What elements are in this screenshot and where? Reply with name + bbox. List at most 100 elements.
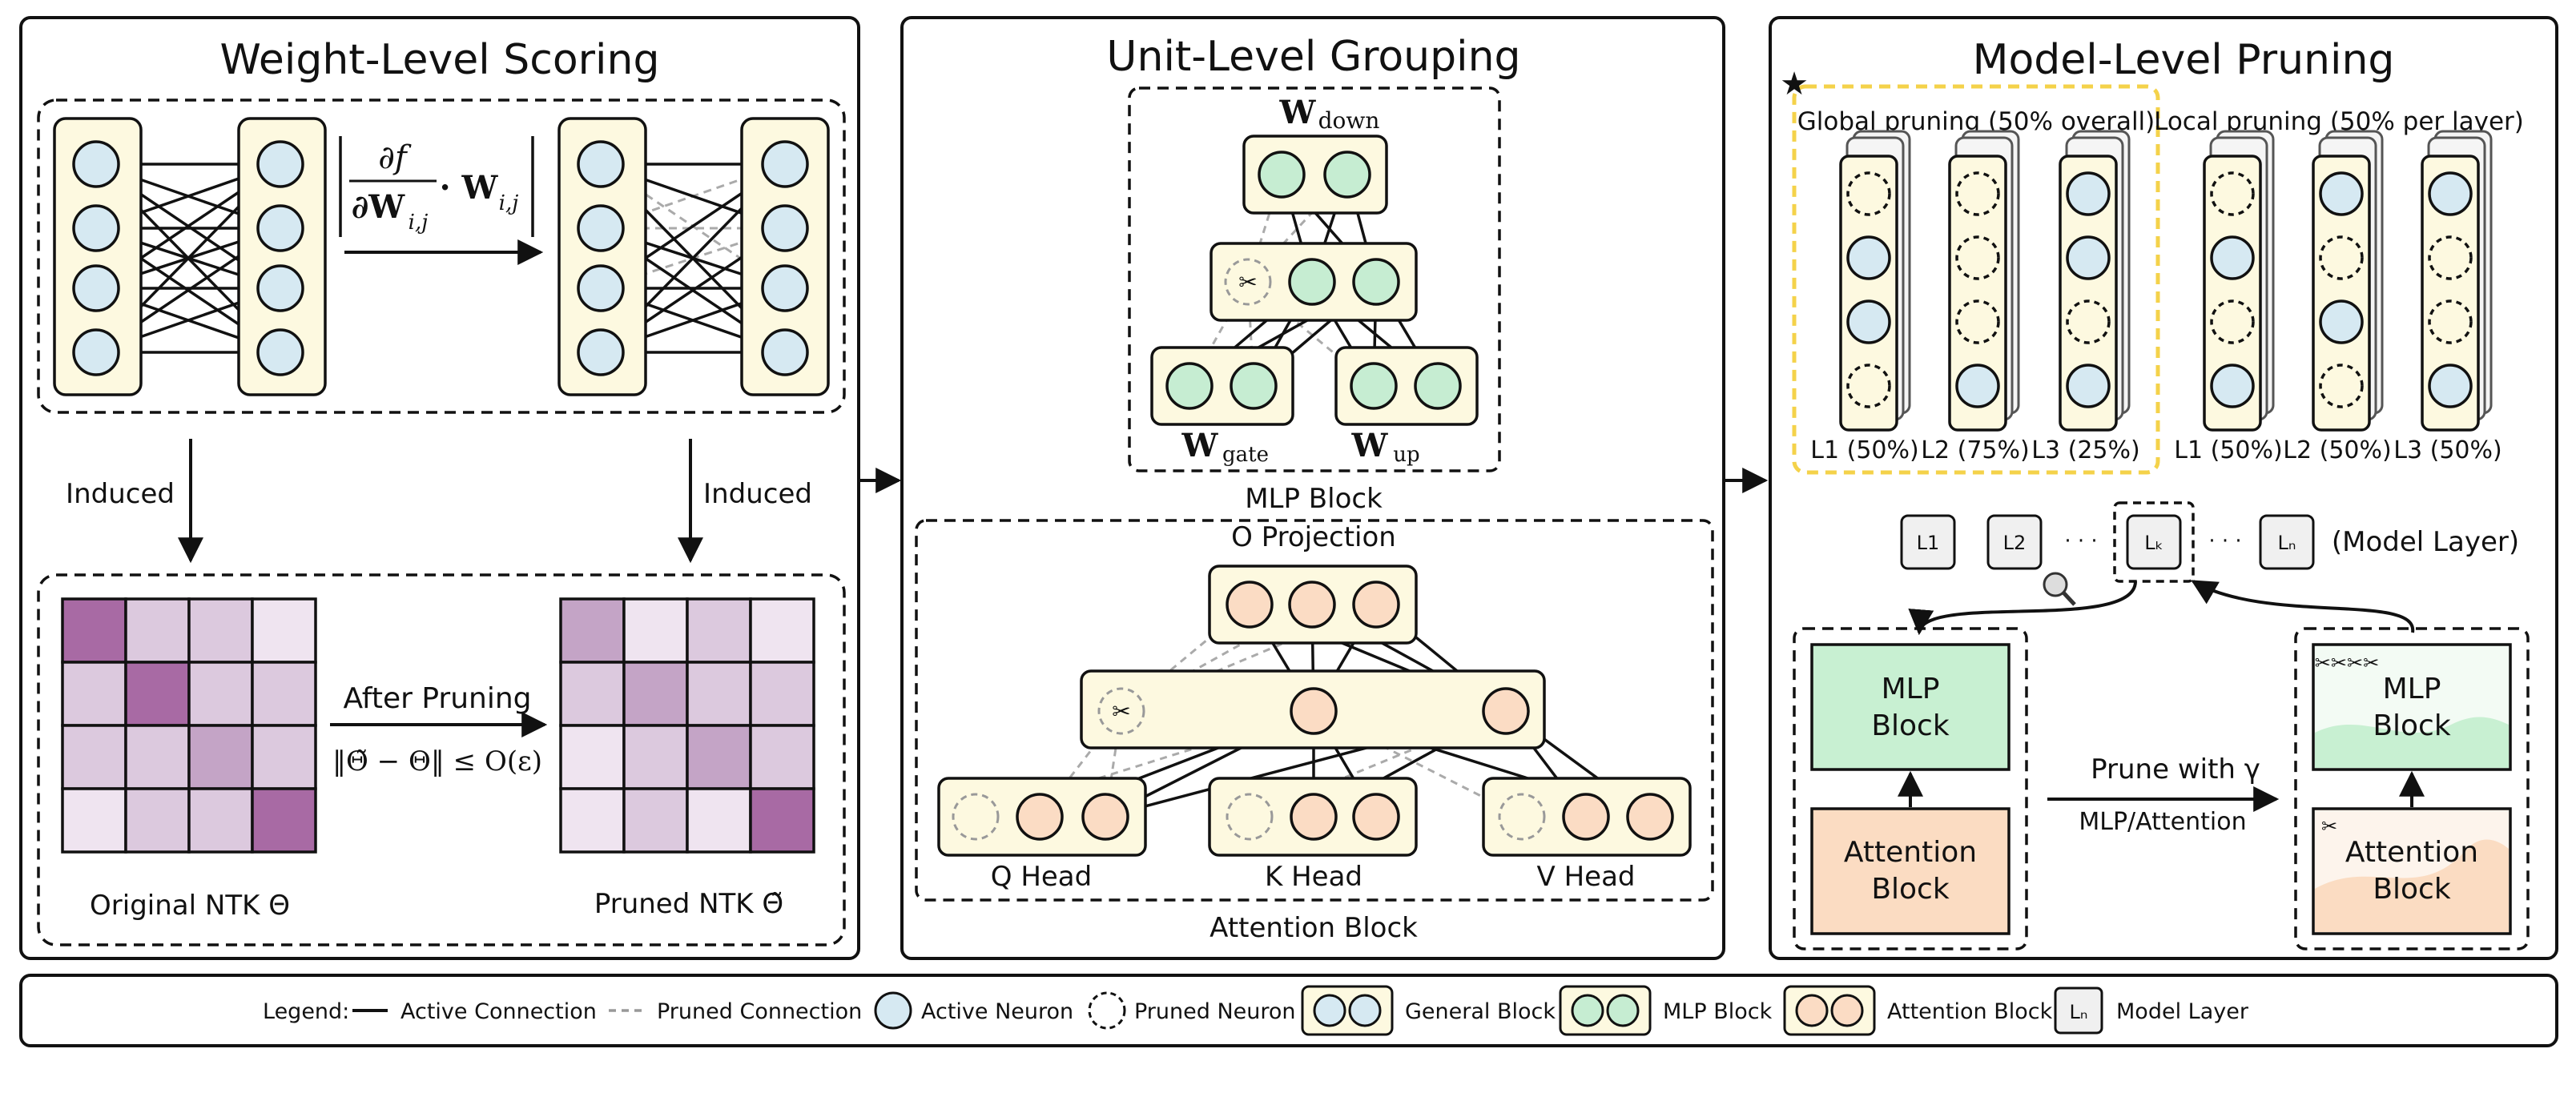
svg-text:MLP: MLP — [2383, 673, 2441, 705]
svg-text:i,j: i,j — [499, 191, 519, 215]
legend-model-layer-chip — [2054, 986, 2103, 1035]
svg-text:W: W — [1181, 427, 1219, 464]
ntk-cell — [622, 787, 689, 854]
ntk-cell — [251, 724, 317, 790]
active-neuron — [2319, 299, 2364, 344]
pruned-neuron — [1955, 235, 2000, 280]
star-icon: ★ — [1780, 66, 1809, 102]
induced-label-left: Induced — [66, 478, 175, 510]
legend-title: Legend: — [263, 999, 349, 1024]
prune-with-label: Prune with γ — [2091, 753, 2260, 786]
model-level-panel: Model-Level Pruning ★ Global pruning (50… — [1769, 16, 2558, 960]
pruned-mlp-neuron — [1224, 258, 1272, 306]
layer-stack — [2059, 130, 2131, 432]
ntk-group — [37, 573, 846, 946]
weight-level-panel: Weight-Level Scoring ∂f ∂W i,j — [19, 16, 860, 960]
svg-text:L2: L2 — [2003, 532, 2027, 554]
ntk-cell — [559, 787, 626, 854]
svg-text:Block: Block — [2373, 873, 2451, 906]
active-neuron — [2428, 364, 2473, 408]
svg-text:Active Neuron: Active Neuron — [921, 999, 1073, 1024]
pruned-neuron — [1955, 299, 2000, 344]
ntk-cell — [559, 597, 626, 664]
layer-chip-l2 — [1986, 514, 2043, 570]
after-pruning-label: After Pruning — [343, 682, 531, 715]
ellipsis: · · · — [2208, 529, 2241, 553]
active-neuron — [2210, 235, 2255, 280]
scissors-icon: ✂ — [1238, 269, 1257, 295]
layer-chip-l1 — [1900, 514, 1956, 570]
active-neuron — [2066, 171, 2111, 216]
svg-text:Block: Block — [2373, 709, 2451, 742]
original-network — [53, 117, 327, 396]
svg-text:W: W — [1279, 94, 1317, 131]
active-neuron — [2066, 364, 2111, 408]
layer-stack — [2203, 130, 2275, 432]
pruned-neuron — [1846, 171, 1891, 216]
svg-text:i,j: i,j — [409, 211, 429, 235]
global-layer-label: L3 (25%) — [2031, 436, 2139, 464]
mlp-block-before — [1810, 643, 2010, 771]
active-neuron — [2210, 364, 2255, 408]
original-ntk-label: Original NTK Θ — [90, 890, 290, 922]
ntk-cell — [124, 787, 191, 854]
global-layer-label: L2 (75%) — [1921, 436, 2029, 464]
svg-text:gate: gate — [1222, 443, 1269, 467]
model-layer-label: (Model Layer) — [2332, 526, 2519, 558]
attention-block-before — [1810, 807, 2010, 935]
ntk-cell — [622, 724, 689, 790]
attention-group — [915, 519, 1714, 902]
ntk-bound: ‖Θ̃ − Θ‖ ≤ O(ε) — [332, 745, 542, 778]
layer-chip-lk — [2126, 514, 2182, 570]
ntk-cell — [686, 597, 752, 664]
scissors-icon: ✂✂✂✂ — [2315, 652, 2379, 674]
ntk-cell — [187, 661, 254, 727]
legend: Legend: Active Connection Pruned Connect… — [19, 974, 2558, 1047]
svg-text:Attention: Attention — [2345, 836, 2478, 869]
induced-label-right: Induced — [703, 478, 812, 510]
weight-panel-title: Weight-Level Scoring — [220, 36, 660, 84]
svg-text:down: down — [1318, 107, 1380, 134]
pruned-ntk-label: Pruned NTK Θ̃ — [594, 888, 783, 920]
svg-text:∂W: ∂W — [352, 188, 405, 226]
pruned-neuron — [2210, 171, 2255, 216]
attention-block-label: Attention Block — [1210, 912, 1418, 944]
svg-text:Pruned Connection: Pruned Connection — [657, 999, 862, 1024]
saliency-formula: ∂f ∂W i,j · W i,j — [339, 136, 544, 265]
local-layer-label: L1 (50%) — [2174, 436, 2282, 464]
ntk-cell — [686, 661, 752, 727]
svg-text:Lₙ: Lₙ — [2278, 532, 2296, 554]
unit-panel-title: Unit-Level Grouping — [1106, 33, 1520, 81]
pruned-neuron — [2210, 299, 2255, 344]
pruned-network — [557, 117, 830, 396]
scissors-icon: ✂ — [2321, 815, 2337, 838]
local-layer-label: L3 (50%) — [2393, 436, 2502, 464]
svg-text:Block: Block — [1871, 709, 1950, 742]
active-neuron — [2319, 171, 2364, 216]
svg-text:General Block: General Block — [1405, 999, 1556, 1024]
layer-stack — [1839, 130, 1911, 432]
ntk-cell — [61, 787, 127, 854]
layer-before-group — [1793, 627, 2028, 950]
global-layer-label: L1 (50%) — [1810, 436, 1918, 464]
layer-after-group — [2294, 627, 2530, 950]
ntk-cell — [61, 661, 127, 727]
local-layer-label: L2 (50%) — [2283, 436, 2391, 464]
v-head-label: V Head — [1537, 861, 1636, 893]
original-ntk-matrix — [61, 597, 317, 854]
pruned-neuron — [2428, 299, 2473, 344]
ntk-cell — [749, 661, 815, 727]
ntk-cell — [61, 597, 127, 664]
layer-stacks — [1839, 130, 2493, 432]
ntk-cell — [686, 787, 752, 854]
mlp-group — [1128, 86, 1501, 472]
legend-active-neuron — [874, 991, 912, 1030]
mlp-block-label: MLP Block — [1245, 483, 1383, 515]
ntk-cell — [187, 724, 254, 790]
svg-text:MLP Block: MLP Block — [1663, 999, 1773, 1024]
ntk-cell — [187, 597, 254, 664]
svg-text:W: W — [1351, 427, 1389, 464]
ntk-cell — [187, 787, 254, 854]
legend-pruned-neuron — [1088, 991, 1126, 1030]
